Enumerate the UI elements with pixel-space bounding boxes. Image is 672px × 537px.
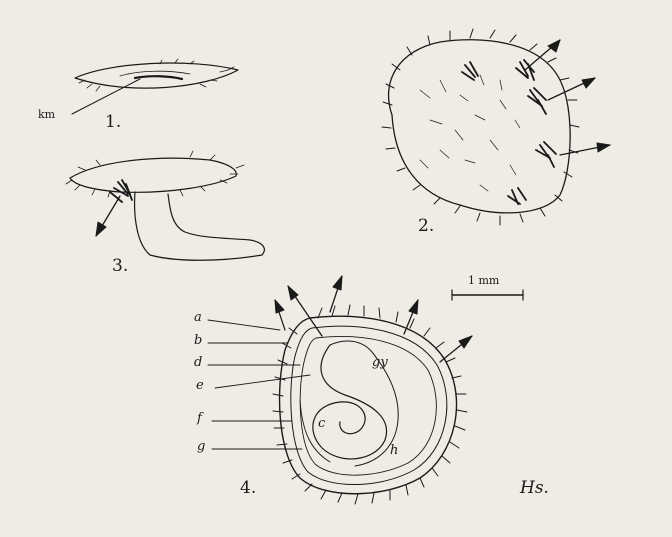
artist-signature: Hs. bbox=[520, 478, 549, 498]
figure-2-drawing bbox=[382, 29, 610, 225]
figure-4-label-c: c bbox=[318, 416, 325, 431]
figure-4-label-g: g bbox=[197, 439, 205, 454]
figure-4-label-gy: gy bbox=[372, 355, 388, 370]
figure-4-label-b: b bbox=[194, 333, 202, 348]
scale-bar-label: 1 mm bbox=[468, 274, 499, 287]
figure-4-label-h: h bbox=[390, 443, 398, 458]
figure-3-number: 3. bbox=[112, 256, 128, 276]
figure-4-label-f: f bbox=[197, 411, 202, 426]
figure-1-drawing bbox=[72, 59, 238, 114]
figure-4-drawing bbox=[208, 276, 472, 504]
figure-3-drawing bbox=[66, 151, 264, 260]
figure-4-number: 4. bbox=[240, 478, 256, 498]
figure-1-label-km: km bbox=[38, 108, 55, 121]
figure-4-label-e: e bbox=[196, 378, 204, 393]
figure-1-leader-line bbox=[72, 79, 140, 114]
figure-2-number: 2. bbox=[418, 216, 434, 236]
figure-4-label-a: a bbox=[194, 310, 202, 325]
figure-1-number: 1. bbox=[105, 112, 121, 132]
scale-bar-line bbox=[452, 290, 523, 300]
figure-4-label-d: d bbox=[194, 355, 202, 370]
